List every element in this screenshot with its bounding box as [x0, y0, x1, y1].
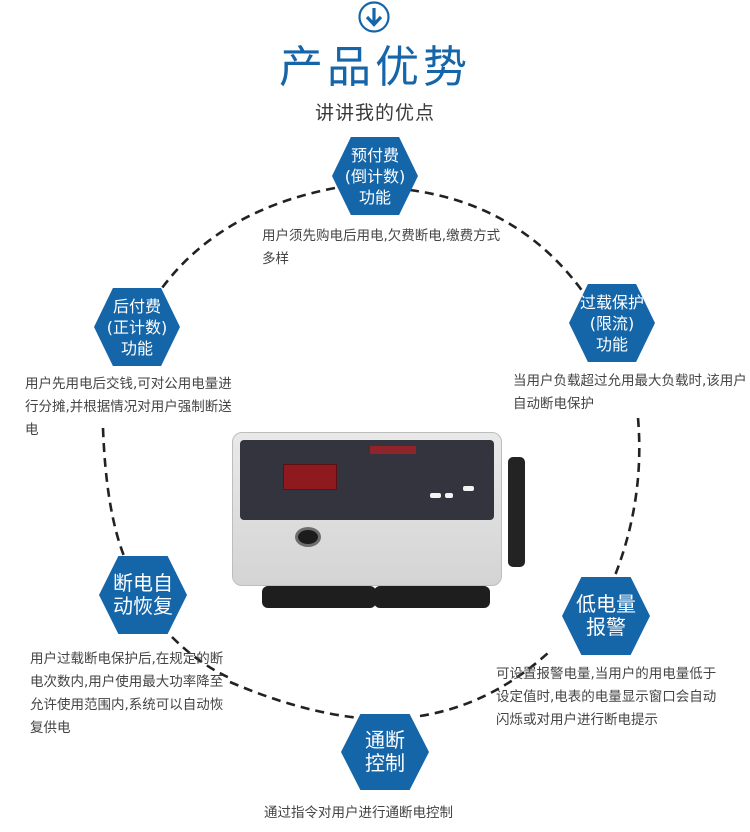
feature-badge-prepaid: 预付费 (倒计数) 功能 [332, 137, 418, 215]
feature-badge-on-off-control: 通断 控制 [341, 714, 429, 790]
badge-line: (倒计数) [344, 166, 406, 186]
badge-line: 低电量 [576, 592, 636, 616]
section-title: 产品优势 [279, 42, 471, 93]
badge-line: 功能 [120, 338, 153, 358]
badge-line: (限流) [589, 313, 635, 333]
feature-desc-prepaid: 用户须先购电后用电,欠费断电,缴费方式多样 [262, 228, 501, 267]
feature-badge-auto-recover: 断电自 动恢复 [99, 556, 187, 634]
feature-desc-low-balance: 可设置报警电量,当用户的用电量低于设定值时,电表的电量显示窗口会自动闪烁或对用户… [496, 666, 717, 728]
ring-segment-top-right [409, 188, 585, 293]
ring-segment-bottom-right [419, 652, 549, 718]
badge-line: 通断 [365, 728, 405, 752]
badge-line: 控制 [365, 751, 405, 775]
badge-line: (正计数) [106, 317, 168, 337]
meter-foot-right [374, 586, 490, 608]
ring-segment-top-left [160, 186, 336, 289]
badge-line: 断电自 [113, 571, 173, 595]
section-subtitle: 讲讲我的优点 [314, 102, 435, 124]
meter-brand-label [370, 446, 416, 454]
feature-desc-auto-recover: 用户过载断电保护后,在规定的断电次数内,用户使用最大功率降至允许使用范围内,系统… [30, 651, 224, 736]
badge-line: 报警 [586, 615, 626, 639]
meter-side-bracket [508, 457, 525, 567]
badge-line: 功能 [358, 187, 391, 207]
meter-card-slot [295, 527, 321, 547]
meter-button [463, 486, 474, 491]
arrow-down-circle-icon [358, 1, 390, 33]
feature-desc-postpaid: 用户先用电后交钱,可对公用电量进行分摊,并根据情况对用户强制断送电 [25, 376, 232, 438]
feature-badge-low-balance: 低电量 报警 [562, 577, 650, 655]
badge-line: 后付费 [112, 296, 161, 316]
meter-front-panel [240, 440, 494, 520]
badge-line: 预付费 [350, 145, 399, 165]
meter-button [445, 493, 453, 498]
badge-line: 动恢复 [113, 594, 173, 618]
ring-segment-left [101, 427, 126, 557]
meter-led-display [283, 464, 337, 490]
badge-line: 功能 [595, 334, 628, 354]
feature-desc-on-off-control: 通过指令对用户进行通断电控制 [264, 805, 453, 821]
ring-segment-right [612, 417, 641, 579]
ring-segment-bottom-left [171, 636, 361, 720]
feature-badge-overload: 过载保护 (限流) 功能 [569, 284, 655, 362]
meter-foot-left [262, 586, 376, 608]
feature-badge-postpaid: 后付费 (正计数) 功能 [94, 288, 180, 366]
badge-line: 过载保护 [579, 292, 644, 312]
meter-button [430, 493, 441, 498]
feature-desc-overload: 当用户负载超过允用最大负载时,该用户自动断电保护 [513, 373, 747, 412]
